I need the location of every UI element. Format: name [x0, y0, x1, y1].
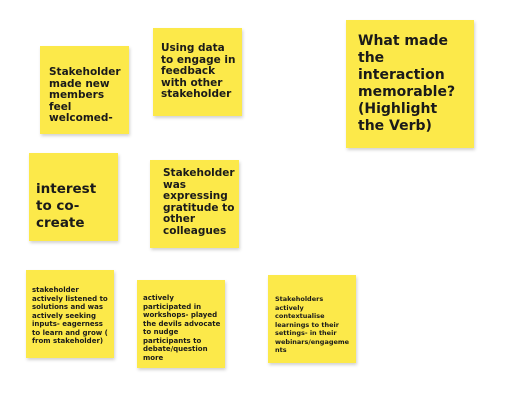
- sticky-note-text: actively participated in workshops- play…: [143, 294, 221, 362]
- sticky-note-text: Stakeholders actively contextualise lear…: [275, 295, 350, 354]
- sticky-note-text: interest to co-create: [36, 181, 97, 231]
- sticky-note-text: Using data to engage in feedback with ot…: [161, 42, 236, 100]
- sticky-note-welcomed[interactable]: Stakeholder made new members feel welcom…: [40, 46, 129, 134]
- sticky-note-question-prompt[interactable]: What made the interaction memorable? (Hi…: [346, 20, 474, 148]
- sticky-note-text: Stakeholder made new members feel welcom…: [49, 66, 121, 124]
- sticky-note-text: Stakeholder was expressing gratitude to …: [163, 167, 235, 237]
- sticky-note-workshops[interactable]: actively participated in workshops- play…: [137, 280, 225, 368]
- sticky-note-using-data[interactable]: Using data to engage in feedback with ot…: [153, 28, 242, 116]
- sticky-note-co-create[interactable]: interest to co-create: [29, 153, 118, 241]
- sticky-note-gratitude[interactable]: Stakeholder was expressing gratitude to …: [150, 160, 239, 248]
- sticky-note-contextualise[interactable]: Stakeholders actively contextualise lear…: [268, 275, 356, 363]
- sticky-note-listened[interactable]: stakeholder actively listened to solutio…: [26, 270, 114, 358]
- sticky-note-text: stakeholder actively listened to solutio…: [32, 286, 108, 345]
- sticky-note-text: What made the interaction memorable? (Hi…: [358, 33, 456, 134]
